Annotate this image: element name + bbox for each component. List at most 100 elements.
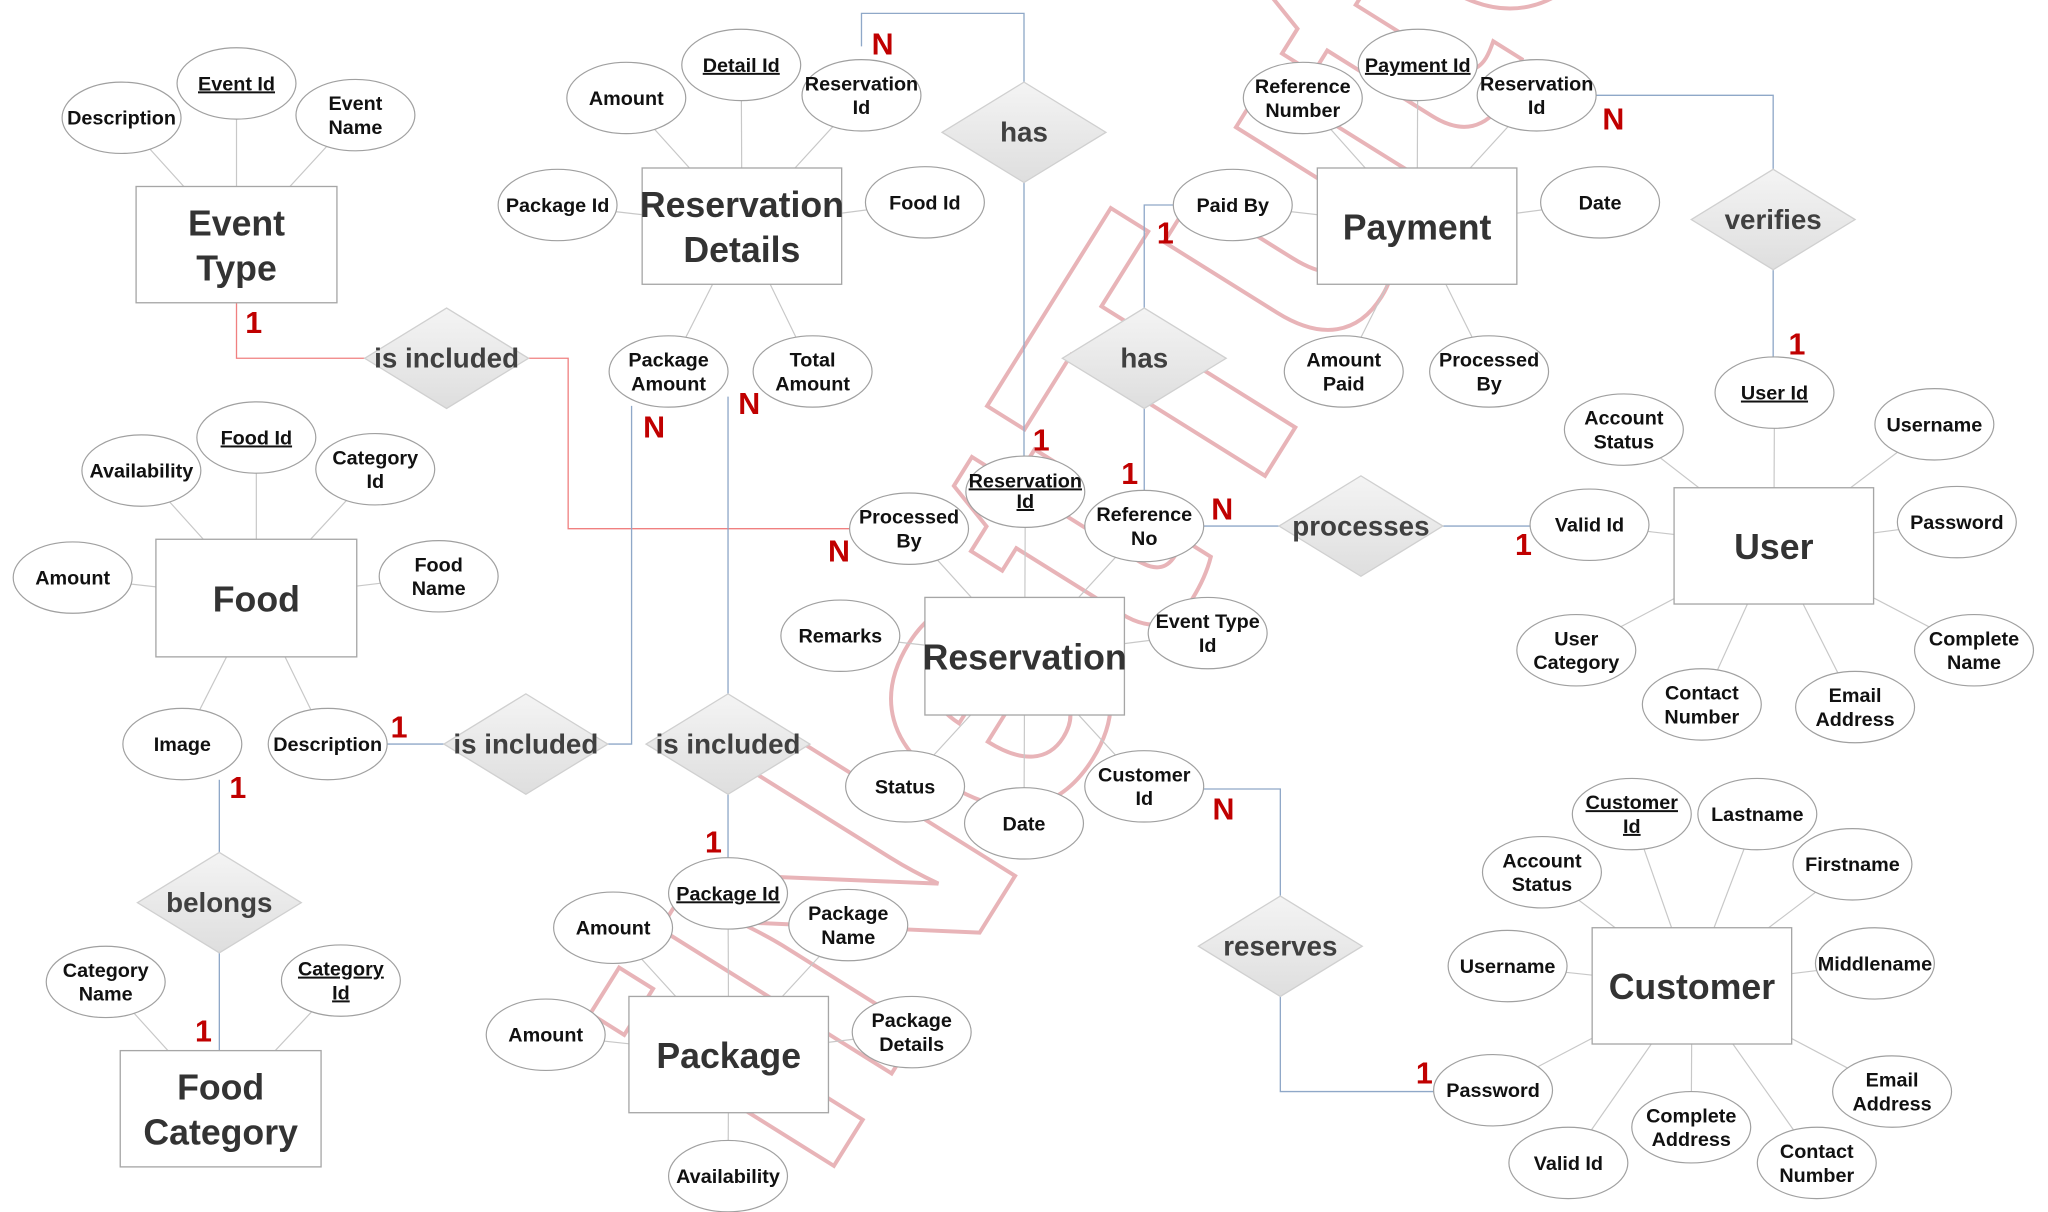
relationship-diamond[interactable] — [1197, 895, 1364, 998]
attribute-ellipse[interactable] — [315, 432, 436, 506]
attribute-ellipse[interactable] — [1357, 28, 1478, 102]
attribute-ellipse[interactable] — [1792, 828, 1913, 901]
attribute-package-id-primary-key[interactable]: Package Id — [667, 857, 789, 930]
relationship-belongs[interactable]: belongs — [136, 851, 303, 954]
attribute-username[interactable]: Username — [1874, 388, 1995, 461]
attribute-ellipse[interactable] — [566, 61, 687, 135]
attribute-amount[interactable]: Amount — [553, 891, 674, 965]
attribute-ellipse[interactable] — [1697, 777, 1818, 851]
attribute-ellipse[interactable] — [497, 168, 618, 242]
entity-box[interactable] — [1591, 927, 1793, 1045]
relationship-diamond[interactable] — [644, 693, 812, 796]
attribute-ellipse[interactable] — [851, 995, 972, 1069]
attribute-ellipse[interactable] — [1172, 168, 1293, 242]
attribute-ellipse[interactable] — [196, 401, 317, 474]
attribute-ellipse[interactable] — [1563, 393, 1684, 466]
attribute-ellipse[interactable] — [267, 707, 388, 781]
attribute-amount[interactable]: Amount — [485, 998, 606, 1072]
entity-box[interactable] — [1316, 167, 1518, 285]
attribute-payment-id-primary-key[interactable]: Payment Id — [1357, 28, 1478, 102]
attribute-detail-id-primary-key[interactable]: Detail Id — [681, 28, 802, 102]
attribute-paid-by[interactable]: Paid By — [1172, 168, 1293, 242]
relationship-diamond[interactable] — [442, 693, 610, 796]
relationship-has[interactable]: has — [1061, 307, 1228, 410]
attribute-remarks[interactable]: Remarks — [780, 599, 901, 672]
attribute-description[interactable]: Description — [267, 707, 388, 781]
attribute-ellipse[interactable] — [1147, 596, 1268, 670]
entity-box[interactable] — [641, 167, 843, 285]
attribute-image[interactable]: Image — [122, 707, 243, 781]
attribute-ellipse[interactable] — [1795, 670, 1916, 744]
attribute-availability[interactable]: Availability — [81, 434, 202, 507]
attribute-valid-id[interactable]: Valid Id — [1529, 488, 1650, 562]
attribute-status[interactable]: Status — [845, 750, 966, 823]
relationship-diamond[interactable] — [1277, 475, 1445, 578]
attribute-ellipse[interactable] — [1540, 166, 1661, 239]
relationship-processes[interactable]: processes — [1277, 475, 1445, 578]
attribute-ellipse[interactable] — [1832, 1055, 1953, 1128]
relationship-has[interactable]: has — [940, 81, 1108, 184]
relationship-diamond[interactable] — [363, 307, 530, 410]
relationship-diamond[interactable] — [136, 851, 303, 954]
attribute-ellipse[interactable] — [1641, 668, 1762, 741]
attribute-package-id[interactable]: Package Id — [497, 168, 618, 242]
attribute-ellipse[interactable] — [845, 750, 966, 823]
attribute-ellipse[interactable] — [752, 335, 873, 408]
attribute-ellipse[interactable] — [1714, 356, 1835, 429]
attribute-ellipse[interactable] — [1571, 777, 1692, 851]
attribute-ellipse[interactable] — [1283, 335, 1404, 408]
attribute-food-id[interactable]: Food Id — [864, 166, 985, 239]
attribute-ellipse[interactable] — [1529, 488, 1650, 562]
attribute-ellipse[interactable] — [1814, 927, 1935, 1000]
attribute-ellipse[interactable] — [1896, 485, 2017, 559]
attribute-password[interactable]: Password — [1433, 1053, 1554, 1127]
attribute-ellipse[interactable] — [1913, 613, 2035, 687]
relationship-verifies[interactable]: verifies — [1689, 168, 1857, 271]
relationship-diamond[interactable] — [1689, 168, 1857, 271]
relationship-is-included[interactable]: is included — [644, 693, 812, 796]
attribute-valid-id[interactable]: Valid Id — [1508, 1126, 1629, 1200]
relationship-diamond[interactable] — [1061, 307, 1228, 410]
attribute-ellipse[interactable] — [864, 166, 985, 239]
attribute-description[interactable]: Description — [61, 81, 182, 155]
attribute-username[interactable]: Username — [1447, 929, 1568, 1003]
entity-box[interactable] — [119, 1049, 322, 1168]
attribute-middlename[interactable]: Middlename — [1814, 927, 1935, 1000]
relationship-is-included[interactable]: is included — [363, 307, 530, 410]
entity-box[interactable] — [628, 995, 830, 1114]
attribute-ellipse[interactable] — [176, 47, 297, 120]
entity-box[interactable] — [135, 185, 338, 304]
attribute-ellipse[interactable] — [1084, 489, 1205, 563]
attribute-ellipse[interactable] — [1631, 1090, 1752, 1164]
relationship-reserves[interactable]: reserves — [1197, 895, 1364, 998]
attribute-ellipse[interactable] — [45, 945, 166, 1019]
attribute-ellipse[interactable] — [667, 857, 789, 930]
relationship-diamond[interactable] — [940, 81, 1108, 184]
attribute-ellipse[interactable] — [801, 59, 922, 132]
attribute-ellipse[interactable] — [1874, 388, 1995, 461]
attribute-ellipse[interactable] — [780, 599, 901, 672]
